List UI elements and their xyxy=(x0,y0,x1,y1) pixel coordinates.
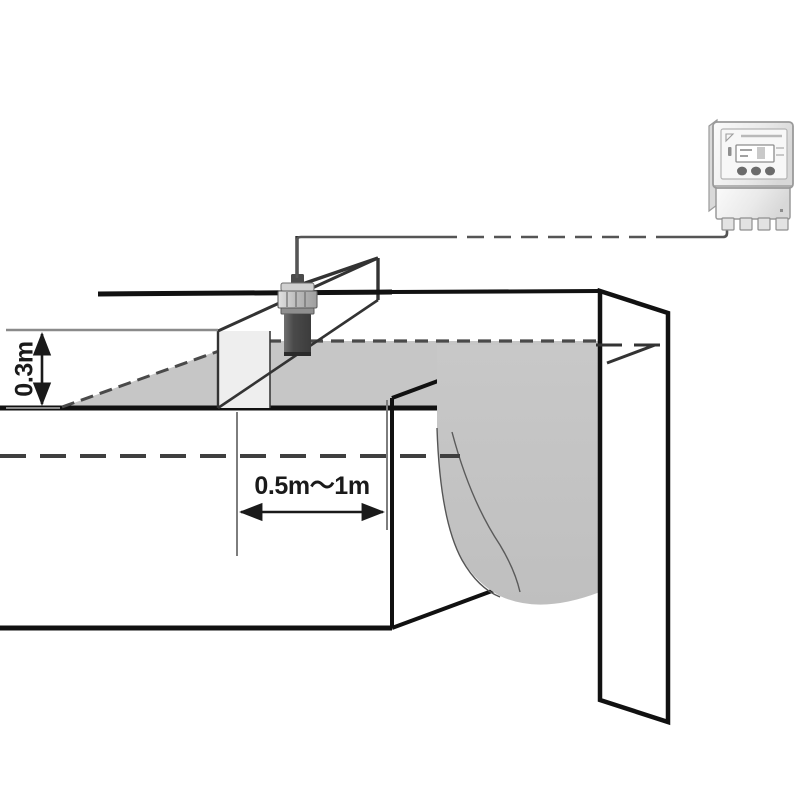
weir-right-wall xyxy=(391,287,671,726)
controller-button-1[interactable] xyxy=(737,166,747,176)
nappe-left-edge xyxy=(436,427,501,598)
controller-lcd-display xyxy=(735,144,775,163)
weir-right-wall-outer-face xyxy=(597,287,671,726)
controller-lcd-block xyxy=(757,147,765,159)
weir-near-block xyxy=(217,331,271,408)
sensor-body xyxy=(284,314,311,356)
water-nappe xyxy=(436,344,624,605)
weir-top-long-edge xyxy=(391,289,601,294)
channel-bottom-receding-edge xyxy=(391,586,501,630)
dimension-vertical-0-3m: 0.3m xyxy=(6,329,60,409)
sensor-collar xyxy=(277,290,318,309)
controller-button-3[interactable] xyxy=(765,166,775,176)
dimension-horizontal-0-5m-1m: 0.5m～1m xyxy=(236,400,388,556)
water-surface-lines xyxy=(61,339,600,409)
signal-cable xyxy=(295,216,729,278)
controller-status-led xyxy=(728,147,732,156)
controller-lower-housing xyxy=(715,185,791,220)
controller-button-2[interactable] xyxy=(751,166,761,176)
weir-hidden-line-diagonal xyxy=(606,343,656,365)
sensor-shoulder xyxy=(280,307,315,315)
flow-meter-controller[interactable] xyxy=(708,118,794,231)
dim-h-label: 0.5m～1m xyxy=(254,472,369,500)
controller-cable-glands xyxy=(721,217,789,231)
sensor-transducer-face xyxy=(284,352,311,356)
cable-gland-1 xyxy=(721,217,735,231)
water-surface-sloping-dashed xyxy=(61,339,248,409)
sensor-top-cap xyxy=(280,282,315,292)
cable-gland-3 xyxy=(757,217,771,231)
cable-gland-4 xyxy=(775,217,789,231)
nappe-sheet-fill xyxy=(437,345,622,605)
cable-run-right-solid xyxy=(660,216,729,239)
dim-v-label: 0.3m xyxy=(11,341,39,396)
nappe-inner-crease xyxy=(451,431,521,593)
controller-brand-mark-icon xyxy=(725,133,735,143)
channel-upper-rim-left xyxy=(97,289,393,297)
sensor-cable-gland xyxy=(291,274,304,284)
cable-run-left-solid xyxy=(295,235,440,241)
controller-screw xyxy=(780,209,783,212)
cable-gland-2 xyxy=(739,217,753,231)
flume-wall-light-face xyxy=(218,331,270,408)
